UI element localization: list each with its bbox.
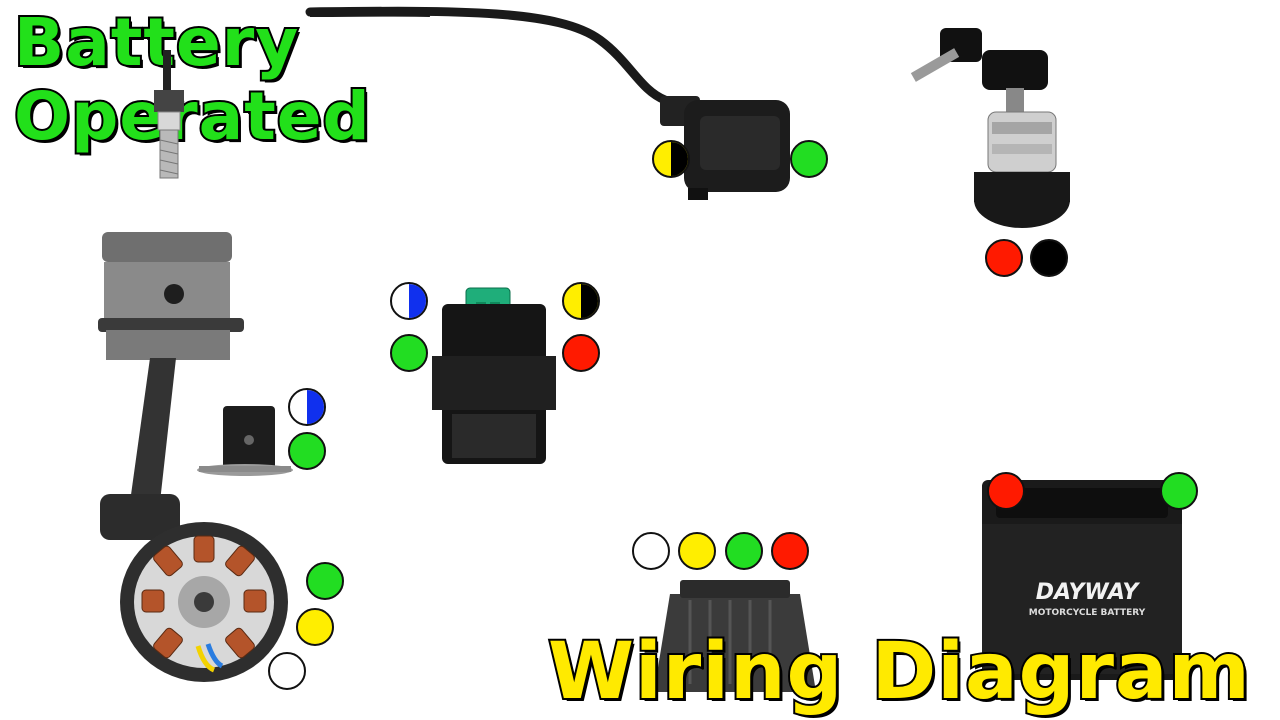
regulator-wire-red (771, 532, 809, 570)
ignition-coil-icon (660, 96, 790, 200)
regulator-wire-yellow (678, 532, 716, 570)
piston-icon (98, 232, 244, 540)
title-battery: Battery (12, 4, 300, 81)
battery-icon: DAYWAY MOTORCYCLE BATTERY (982, 480, 1182, 680)
battery-subtitle: MOTORCYCLE BATTERY (1028, 608, 1146, 618)
pickup-wire-green (288, 432, 326, 470)
stator-icon (120, 522, 288, 682)
spark-plug (154, 50, 184, 179)
cdi-unit-icon (432, 287, 556, 464)
regulator-wire-white (632, 532, 670, 570)
battery-wire-red (987, 472, 1025, 510)
cdi-wire-green (390, 334, 428, 372)
stator-wire-yellow (296, 608, 334, 646)
cdi-wire-yellow-black (562, 282, 600, 320)
cdi-wire-white-blue (390, 282, 428, 320)
ignition-switch-icon (910, 28, 1070, 228)
regulator-wire-green (725, 532, 763, 570)
coil-wire-green (790, 140, 828, 178)
battery-brand: DAYWAY (1035, 580, 1139, 605)
regulator-rectifier-icon (654, 580, 816, 692)
coil-wire-yellow-black (652, 140, 690, 178)
cdi-wire-red (562, 334, 600, 372)
stator-wire-white (268, 652, 306, 690)
pickup-wire-white-blue (288, 388, 326, 426)
switch-wire-red (985, 239, 1023, 277)
pickup-coil-icon (197, 406, 293, 476)
switch-wire-black (1030, 239, 1068, 277)
title-operated: Operated (12, 78, 372, 155)
stator-wire-green (306, 562, 344, 600)
battery-wire-green (1160, 472, 1198, 510)
title-wiring-diagram: Wiring Diagram (546, 627, 1252, 717)
